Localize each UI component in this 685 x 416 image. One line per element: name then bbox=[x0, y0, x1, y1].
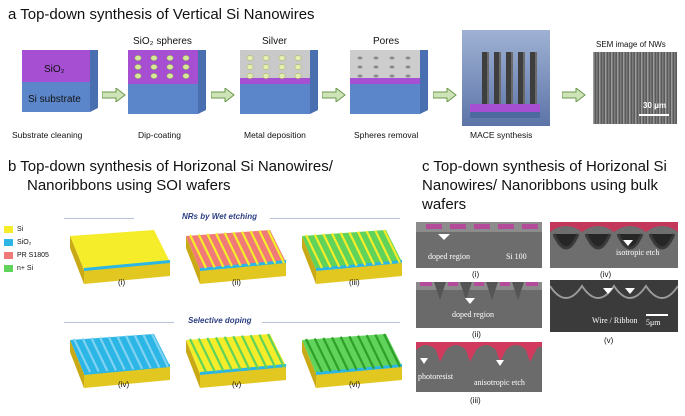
step-label-3: Metal deposition bbox=[244, 130, 306, 140]
roman-c-ii: (ii) bbox=[472, 330, 481, 339]
row1-divider bbox=[270, 218, 400, 219]
panel-c-title-line3: wafers bbox=[422, 196, 467, 213]
row1-title: NRs by Wet etching bbox=[182, 212, 257, 221]
wafer-iv bbox=[70, 333, 170, 388]
roman-i: (i) bbox=[118, 278, 126, 287]
roman-iii: (iii) bbox=[349, 278, 360, 287]
roman-vi: (vi) bbox=[349, 380, 361, 389]
sem-image: 30 μm bbox=[593, 52, 677, 124]
pores-block bbox=[350, 48, 430, 118]
row2-divider bbox=[64, 322, 174, 323]
c-scale-bar bbox=[646, 314, 668, 316]
wire-ribbon-label: Wire / Ribbon bbox=[592, 316, 638, 325]
row2-title: Selective doping bbox=[188, 316, 252, 325]
wafer-ii bbox=[186, 229, 286, 284]
wafer-vi bbox=[302, 333, 402, 388]
silver-label: Silver bbox=[262, 36, 288, 47]
arrow-right-icon bbox=[322, 88, 346, 102]
panel-c-title-line2: Nanowires/ Nanoribbons using bulk bbox=[422, 177, 658, 194]
panel-a-title: a Top-down synthesis of Vertical Si Nano… bbox=[8, 6, 315, 23]
step-label-4: Spheres removal bbox=[354, 130, 419, 140]
step-label-1: Substrate cleaning bbox=[12, 130, 83, 140]
roman-iv: (iv) bbox=[118, 380, 130, 389]
doped-region-label: doped region bbox=[428, 252, 470, 261]
sem-c-i: doped region Si 100 bbox=[416, 222, 542, 268]
roman-c-iii: (iii) bbox=[470, 396, 481, 405]
legend-si: Si bbox=[4, 226, 23, 233]
sem-c-iii: photoresist anisotropic etch bbox=[416, 342, 542, 392]
panel-b-title-line2: Nanoribbons using SOI wafers bbox=[27, 177, 231, 194]
arrow-right-icon bbox=[433, 88, 457, 102]
dipcoat-block bbox=[128, 48, 208, 118]
roman-c-v: (v) bbox=[604, 336, 614, 345]
wafer-i bbox=[70, 230, 170, 284]
scale-bar bbox=[639, 114, 669, 116]
sem-title: SEM image of NWs bbox=[596, 40, 666, 49]
wafer-iii bbox=[302, 229, 402, 284]
row2-divider bbox=[262, 322, 400, 323]
mace-render bbox=[462, 30, 550, 126]
si100-label: Si 100 bbox=[506, 252, 527, 261]
panel-c-title-line1: c Top-down synthesis of Horizonal Si bbox=[422, 158, 667, 175]
arrow-right-icon bbox=[102, 88, 126, 102]
roman-c-iv: (iv) bbox=[600, 270, 612, 279]
roman-ii: (ii) bbox=[232, 278, 241, 287]
wafer-v bbox=[186, 333, 286, 388]
step-label-5: MACE synthesis bbox=[470, 130, 533, 140]
roman-v: (v) bbox=[232, 380, 242, 389]
sem-c-iv: isotropic etch bbox=[550, 222, 678, 268]
sem-c-v: Wire / Ribbon 5μm bbox=[549, 280, 679, 332]
photoresist-label: photoresist bbox=[418, 372, 454, 381]
legend-sio2: SiO₂ bbox=[4, 239, 31, 246]
anisotropic-etch-label: anisotropic etch bbox=[474, 378, 525, 387]
legend-pr: PR S1805 bbox=[4, 252, 49, 259]
step-label-2: Dip-coating bbox=[138, 130, 181, 140]
legend-nsi: n+ Si bbox=[4, 265, 33, 272]
panel-b-title-line1: b Top-down synthesis of Horizonal Si Nan… bbox=[8, 158, 333, 175]
isotropic-etch-label: isotropic etch bbox=[616, 248, 660, 257]
scale-label: 30 μm bbox=[643, 101, 667, 110]
c-scale-label: 5μm bbox=[646, 318, 661, 327]
doped-region-label-2: doped region bbox=[452, 310, 494, 319]
si-substrate-label: Si substrate bbox=[28, 94, 81, 105]
spheres-label: SiO₂ spheres bbox=[133, 36, 192, 47]
substrate-block bbox=[22, 50, 100, 116]
metal-block bbox=[240, 48, 320, 118]
row1-divider bbox=[64, 218, 134, 219]
sio2-label: SiO₂ bbox=[44, 64, 65, 75]
arrow-right-icon bbox=[562, 88, 586, 102]
roman-c-i: (i) bbox=[472, 270, 480, 279]
sem-c-ii: doped region bbox=[416, 282, 542, 328]
arrow-right-icon bbox=[211, 88, 235, 102]
pores-label: Pores bbox=[373, 36, 400, 47]
